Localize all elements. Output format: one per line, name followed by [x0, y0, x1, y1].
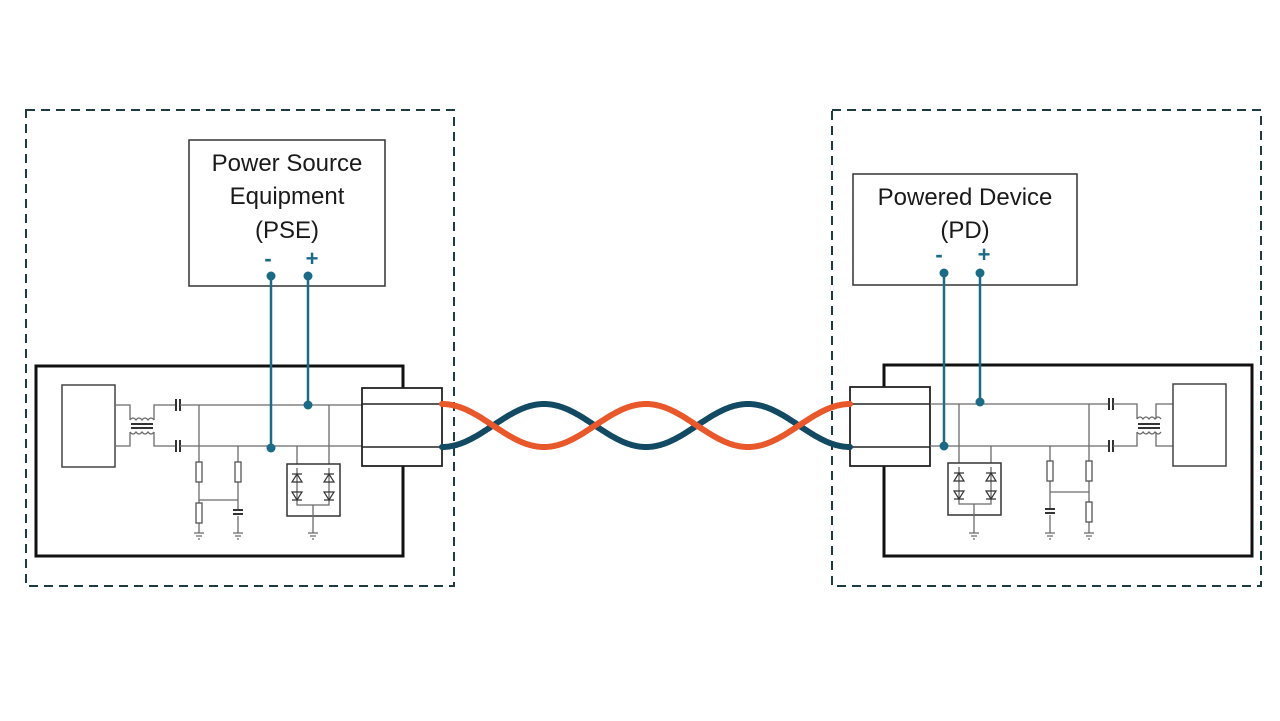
- pd-title-line1: Powered Device: [878, 184, 1053, 211]
- pse-box: [188, 139, 386, 287]
- pse-resistor-network-icon: [194, 405, 243, 540]
- pse-title-line1: Power Source: [212, 150, 363, 177]
- pse-plus-label: +: [306, 246, 319, 271]
- pse-phy-chip: [61, 384, 116, 468]
- pd-enclosure-dashed: [831, 109, 1262, 587]
- pse-transformer-icon: [115, 404, 175, 447]
- pd-rj45-connector: [849, 386, 931, 467]
- twisted-pair-wire-dark: [439, 401, 853, 450]
- pd-resistor-network-icon: [1045, 404, 1094, 540]
- pse-title-line3: (PSE): [255, 217, 319, 244]
- pd-minus-label: -: [935, 242, 942, 267]
- pd-plus-label: +: [978, 242, 991, 267]
- pse-enclosure-dashed: [25, 109, 455, 587]
- pd-box: [852, 173, 1078, 286]
- pd-phy-chip: [1172, 383, 1227, 467]
- pse-rj45-connector: [361, 387, 443, 467]
- pse-title-line2: Equipment: [230, 183, 345, 210]
- pd-diode-bridge-icon: [947, 404, 1002, 540]
- pd-title-line2: (PD): [940, 217, 989, 244]
- pse-minus-label: -: [264, 246, 271, 271]
- pse-diode-bridge-icon: [286, 405, 341, 540]
- twisted-pair-wire-orange: [439, 401, 853, 450]
- pd-transformer-icon: [1113, 403, 1173, 447]
